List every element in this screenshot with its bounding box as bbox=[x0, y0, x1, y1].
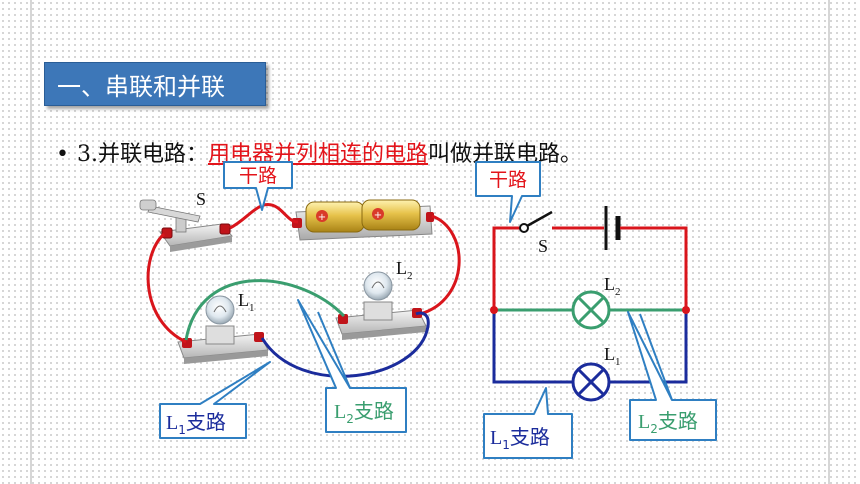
wire-l2-branch bbox=[184, 279, 346, 341]
wire-l1-branch bbox=[260, 311, 430, 378]
battery-pack: + + bbox=[292, 199, 434, 241]
left-circuit: S + + L1 bbox=[139, 161, 461, 439]
schem-l1-wire-left bbox=[492, 310, 572, 384]
right-callout-l2: L2支路 bbox=[627, 311, 717, 441]
schem-switch-label: S bbox=[538, 236, 548, 256]
wire-main-switch-l1 bbox=[146, 232, 187, 344]
left-callout-main-text: 干路 bbox=[239, 165, 277, 187]
left-callout-l2-text: L2支路 bbox=[334, 399, 394, 426]
right-callout-l1: L1支路 bbox=[483, 387, 573, 459]
left-callout-l1-text: L1支路 bbox=[166, 410, 226, 437]
schem-junction-right bbox=[682, 306, 690, 314]
knife-switch bbox=[139, 199, 233, 252]
bullet: • bbox=[56, 142, 69, 167]
switch-label: S bbox=[196, 189, 206, 209]
right-callout-l1-text: L1支路 bbox=[490, 425, 550, 452]
schem-junction-left bbox=[490, 306, 498, 314]
left-callout-l2: L2支路 bbox=[297, 299, 407, 433]
schem-bulb-l2 bbox=[571, 290, 611, 330]
schem-l1-label: L1 bbox=[604, 344, 621, 368]
schem-l2-label: L2 bbox=[604, 274, 621, 298]
schem-main-right bbox=[620, 226, 688, 310]
item-number: 3. bbox=[76, 142, 98, 167]
schem-l1-wire-right bbox=[610, 310, 688, 384]
right-callout-l2-text: L2支路 bbox=[638, 409, 698, 436]
right-rail bbox=[828, 0, 830, 484]
wire-main-switch-battery bbox=[229, 203, 299, 230]
left-callout-main: 干路 bbox=[223, 161, 293, 211]
bulb2-label: L2 bbox=[396, 258, 413, 282]
svg-text:+: + bbox=[318, 212, 326, 223]
right-callout-main-text: 干路 bbox=[489, 169, 527, 191]
schem-main-left bbox=[492, 226, 522, 310]
section-title-text: 一、串联和并联 bbox=[57, 72, 225, 101]
term: 并联电路： bbox=[97, 142, 208, 167]
wire-main-battery-l2 bbox=[419, 214, 461, 316]
bulb-l1 bbox=[177, 295, 269, 364]
definition-line: •3.并联电路：用电器并列相连的电路叫做并联电路。 bbox=[56, 136, 582, 168]
schem-switch-blade bbox=[526, 210, 553, 228]
bulb-l2 bbox=[335, 271, 427, 340]
right-callout-main: 干路 bbox=[475, 161, 541, 223]
svg-text:+: + bbox=[374, 210, 382, 221]
schem-bulb-l1 bbox=[571, 362, 611, 402]
section-title: 一、串联和并联 bbox=[44, 62, 266, 106]
bulb1-label: L1 bbox=[238, 290, 255, 314]
right-schematic: S L2 L1 干路 L1支路 bbox=[475, 161, 717, 459]
left-rail bbox=[30, 0, 32, 484]
schem-switch-pivot bbox=[519, 223, 529, 233]
left-callout-l1: L1支路 bbox=[159, 361, 271, 439]
